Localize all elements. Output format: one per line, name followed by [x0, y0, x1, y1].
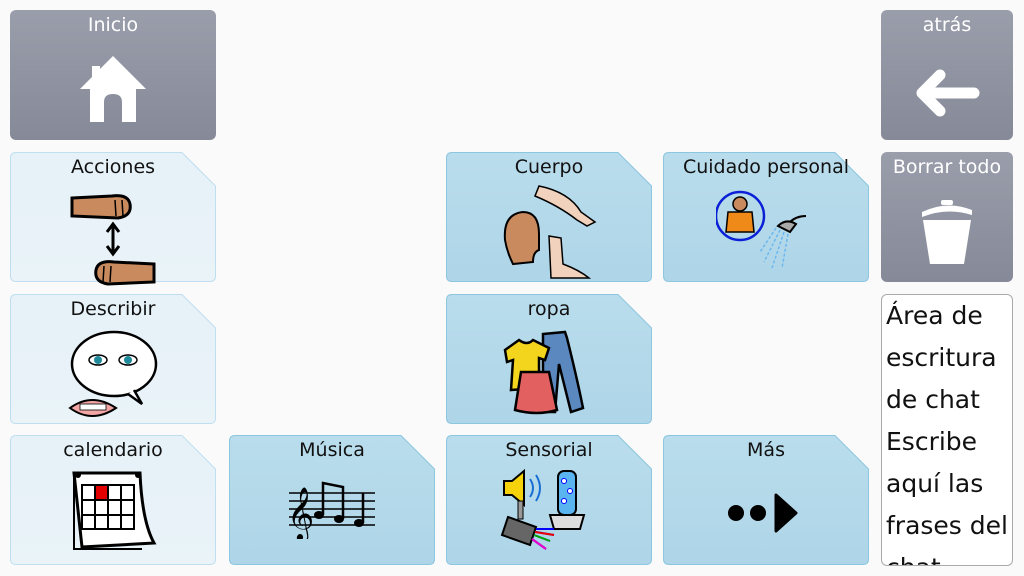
back-button[interactable]: atrás [881, 10, 1013, 140]
personal-care-shower-icon [714, 184, 816, 278]
folder-tile-1[interactable]: Cuerpo [446, 152, 652, 282]
svg-text:𝄞: 𝄞 [287, 486, 314, 539]
chat-writing-area[interactable]: Área de escritura de chat Escribe aquí l… [881, 294, 1013, 566]
folder-shape [663, 152, 869, 282]
folder-label: Describir [70, 298, 156, 320]
home-label: Inicio [87, 14, 139, 36]
clothes-icon [499, 328, 599, 422]
folder-shape [663, 435, 869, 565]
folder-label: Acciones [70, 156, 156, 178]
folder-label: calendario [63, 439, 163, 461]
folder-label: Cuerpo [514, 156, 584, 178]
music-notes-icon: 𝄞 [287, 479, 377, 543]
sensory-icon [494, 467, 604, 561]
folder-tile-4[interactable]: ropa [446, 294, 652, 424]
folder-tile-8[interactable]: Más [663, 435, 869, 565]
back-label: atrás [922, 14, 972, 36]
folder-tile-5[interactable]: calendario [10, 435, 216, 565]
folder-tile-6[interactable]: Música 𝄞 [229, 435, 435, 565]
folder-label: Cuidado personal [682, 156, 850, 178]
body-icon [499, 182, 599, 286]
folder-tile-0[interactable]: Acciones [10, 152, 216, 286]
folder-label: Sensorial [505, 439, 593, 461]
folder-label: ropa [527, 298, 571, 320]
folder-tile-7[interactable]: Sensorial [446, 435, 652, 565]
speech-face-icon [68, 330, 158, 424]
folder-tile-2[interactable]: Cuidado personal [663, 152, 869, 282]
home-icon [80, 56, 146, 122]
folder-shape [446, 152, 652, 282]
folder-label: Más [747, 439, 785, 461]
home-button[interactable]: Inicio [10, 10, 216, 140]
folder-shape [446, 435, 652, 565]
more-arrow-icon [726, 493, 806, 537]
fists-action-icon [68, 190, 158, 314]
folder-shape [229, 435, 435, 565]
folder-tile-3[interactable]: Describir [10, 294, 216, 424]
clear-all-button[interactable]: Borrar todo [881, 152, 1013, 282]
chat-text: Área de escritura de chat Escribe aquí l… [886, 301, 1008, 565]
calendar-icon [68, 469, 158, 558]
arrow-left-icon [916, 69, 980, 117]
folder-label: Música [299, 439, 365, 461]
clear-all-label: Borrar todo [892, 156, 1002, 178]
trash-icon [922, 200, 972, 264]
